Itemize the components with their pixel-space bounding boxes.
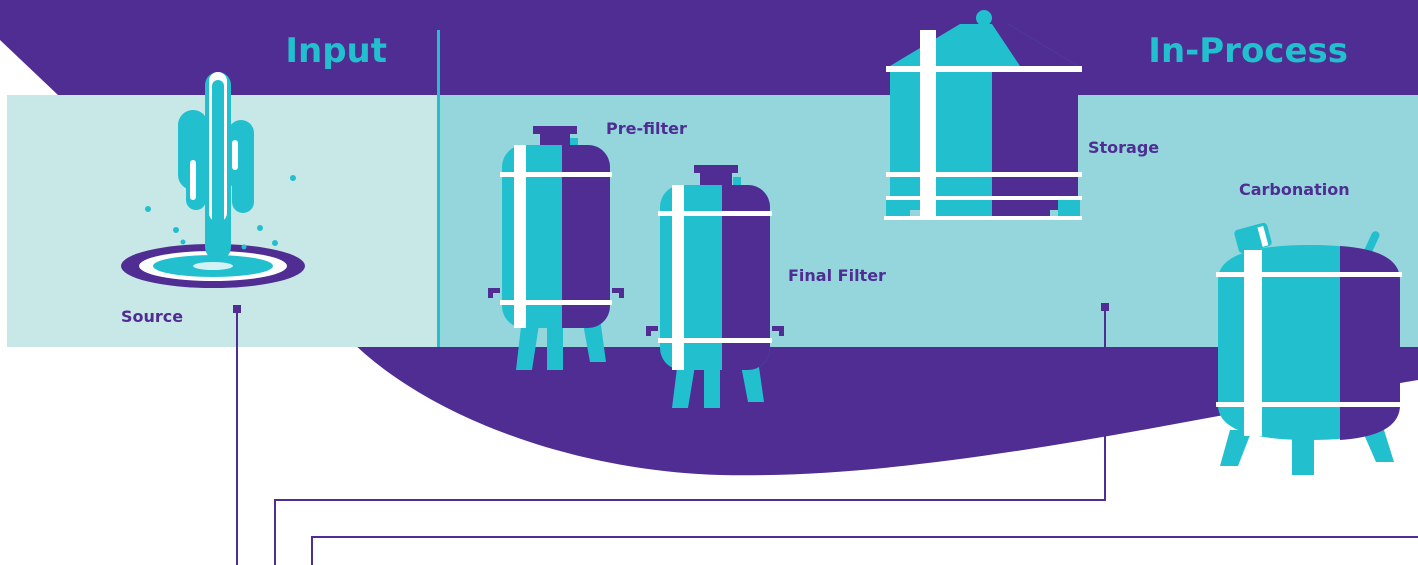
stage-label-carbonation: Carbonation <box>1239 180 1350 199</box>
storage-connector-dot <box>1101 303 1109 311</box>
stage-label-pre-filter: Pre-filter <box>606 119 687 138</box>
stage-label-final-filter: Final Filter <box>788 266 886 285</box>
section-title-in-process: In-Process <box>1148 31 1348 71</box>
carbonation-connector-line <box>311 536 1418 565</box>
stage-label-source: Source <box>121 307 183 326</box>
stage-label-storage: Storage <box>1088 138 1159 157</box>
storage-connector-line <box>274 311 1106 565</box>
storage-tank-icon <box>884 10 1082 220</box>
carbonation-tank-icon <box>1216 222 1402 475</box>
header-divider <box>437 30 440 95</box>
connector-lines <box>236 311 1418 565</box>
source-connector-dot <box>233 305 241 313</box>
section-title-input: Input <box>285 31 387 71</box>
band-divider <box>437 95 440 347</box>
fountain-icon <box>121 72 305 288</box>
final-filter-tank-icon <box>646 165 784 408</box>
purple-wave <box>350 340 1418 476</box>
pre-filter-tank-icon <box>488 126 624 370</box>
